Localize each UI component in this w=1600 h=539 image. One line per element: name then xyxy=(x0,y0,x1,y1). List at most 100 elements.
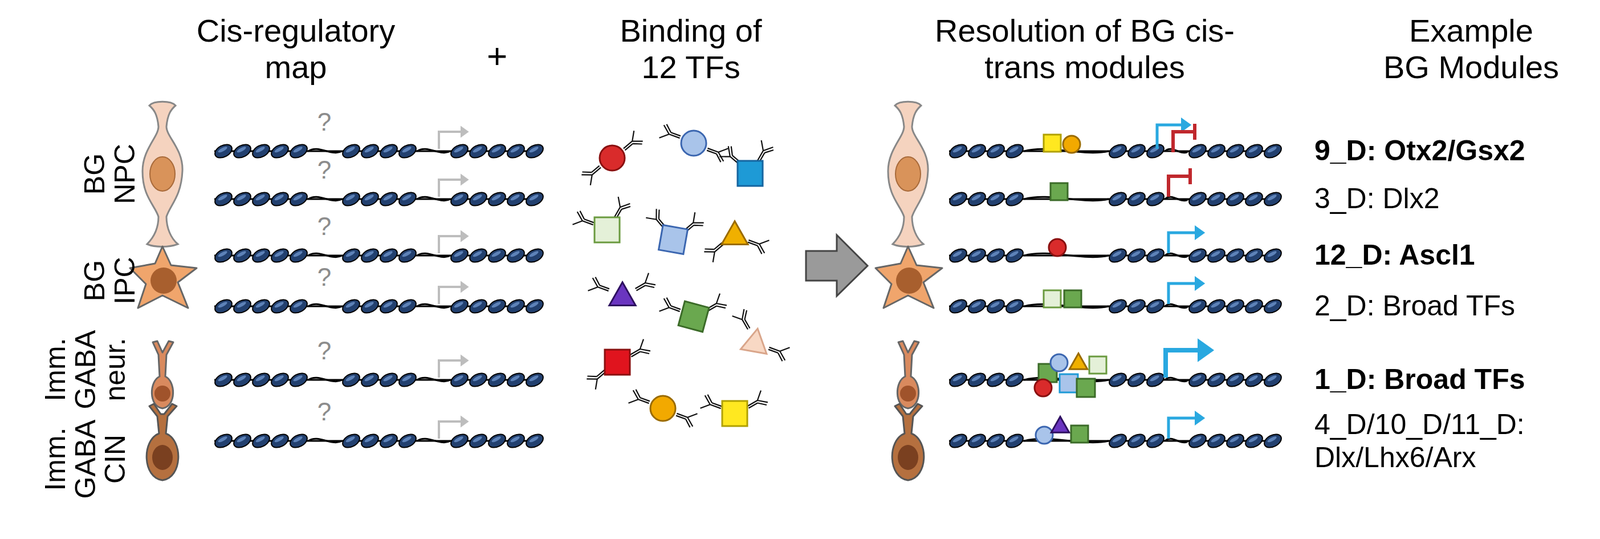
chromatin-strand xyxy=(212,189,546,209)
nucleosome xyxy=(467,296,490,316)
nucleosome-highlight xyxy=(1247,300,1259,309)
open-chromatin xyxy=(417,438,451,442)
nucleosome-highlight xyxy=(951,434,963,443)
column-heading: Binding of 12 TFs xyxy=(605,12,777,87)
repression-line xyxy=(1168,168,1191,197)
nucleosome-highlight xyxy=(292,373,304,382)
nucleosome-highlight xyxy=(471,193,483,202)
nucleosome-highlight xyxy=(254,434,266,443)
nucleosome-highlight xyxy=(471,434,483,443)
nucleosome xyxy=(984,370,1007,390)
nucleosome-highlight xyxy=(1191,300,1203,309)
nucleosome xyxy=(505,246,527,266)
nucleosome-highlight xyxy=(970,300,982,309)
arrow-line xyxy=(438,131,461,149)
nucleosome-highlight xyxy=(401,249,413,258)
nucleosome-highlight xyxy=(1247,145,1259,154)
transcription-factor xyxy=(1064,290,1082,308)
nucleosome xyxy=(396,296,419,316)
nucleosome xyxy=(448,296,471,316)
nucleosome-highlight xyxy=(951,300,963,309)
nucleosome-highlight xyxy=(1149,434,1160,443)
arrow-line xyxy=(438,286,461,304)
transcription-factor xyxy=(594,217,620,243)
nucleosome xyxy=(1125,431,1148,451)
column-heading: Example BG Modules xyxy=(1382,12,1561,87)
nucleosome xyxy=(947,296,970,316)
unknown-mark: ? xyxy=(312,397,336,427)
nucleosome-highlight xyxy=(490,145,502,154)
nucleus xyxy=(152,444,173,470)
nucleosome xyxy=(1003,141,1026,161)
promoter-arrow xyxy=(438,125,470,149)
nucleosome-highlight xyxy=(951,373,963,382)
arrow-head xyxy=(460,415,470,428)
nucleosome xyxy=(984,189,1007,209)
open-chromatin xyxy=(308,303,343,308)
module-label: 3_D: Dlx2 xyxy=(1314,182,1589,216)
open-chromatin xyxy=(417,196,451,201)
nucleosome xyxy=(1205,370,1228,390)
nucleosome-highlight xyxy=(1008,193,1020,202)
promoter-arrow xyxy=(1168,410,1205,439)
tf-shape xyxy=(1069,353,1088,370)
nucleosome-highlight xyxy=(1247,249,1259,258)
transcription-factor xyxy=(681,130,707,156)
tf-shape xyxy=(1050,353,1068,372)
open-chromatin xyxy=(308,438,343,442)
transcription-factor xyxy=(721,221,748,245)
nucleosome xyxy=(396,246,419,266)
nucleosome-highlight xyxy=(1130,145,1142,154)
nucleosome xyxy=(269,370,291,390)
nucleosome xyxy=(505,431,527,451)
nucleosome xyxy=(984,141,1007,161)
transcription-factor xyxy=(1051,416,1070,433)
nucleosome xyxy=(1106,141,1129,161)
nucleosome-highlight xyxy=(292,193,304,202)
nucleosome xyxy=(212,141,235,161)
nucleosome xyxy=(231,370,254,390)
nucleosome xyxy=(396,141,419,161)
antibody xyxy=(659,296,683,318)
cell-illustrations xyxy=(129,101,197,480)
nucleosome xyxy=(1106,246,1129,266)
nucleosome xyxy=(1003,189,1026,209)
nucleosome-highlight xyxy=(363,193,375,202)
nucleosome-highlight xyxy=(363,145,375,154)
nucleosome-highlight xyxy=(1111,434,1123,443)
nucleosome-highlight xyxy=(401,373,413,382)
nucleosome-highlight xyxy=(1210,300,1221,309)
nucleosome xyxy=(1125,141,1148,161)
nucleosome-highlight xyxy=(1228,373,1240,382)
nucleosome xyxy=(1224,431,1247,451)
nucleosome-highlight xyxy=(1111,145,1123,154)
nucleosome-highlight xyxy=(1210,249,1221,258)
antibody-line xyxy=(659,123,683,145)
module-label: 4_D/10_D/11_D: Dlx/Lhx6/Arx xyxy=(1314,408,1589,474)
nucleosome-highlight xyxy=(273,249,285,258)
transcription-factor xyxy=(609,282,636,306)
nucleus xyxy=(897,444,919,470)
nucleosome xyxy=(1003,370,1026,390)
nucleosome-highlight xyxy=(453,193,464,202)
promoter-arrow xyxy=(438,281,470,304)
nucleosome xyxy=(505,296,527,316)
nucleosome-highlight xyxy=(509,373,521,382)
tf-shape xyxy=(740,326,771,354)
tf-shape xyxy=(1064,290,1082,308)
nucleosome-highlight xyxy=(490,434,502,443)
unknown-mark: ? xyxy=(312,336,336,366)
repression-bar xyxy=(1173,123,1195,153)
nucleosome-highlight xyxy=(989,145,1001,154)
tf-shape xyxy=(604,349,630,375)
nucleosome-highlight xyxy=(1130,193,1142,202)
arrow-head xyxy=(1194,275,1205,291)
nucleosome-highlight xyxy=(1228,145,1240,154)
nucleosome xyxy=(212,296,235,316)
nucleosome xyxy=(984,296,1007,316)
transcription-factor xyxy=(1043,290,1061,308)
arrow-head xyxy=(460,125,470,138)
nucleosome-highlight xyxy=(471,300,483,309)
nucleosome-highlight xyxy=(273,145,285,154)
nucleosome-highlight xyxy=(1191,249,1203,258)
